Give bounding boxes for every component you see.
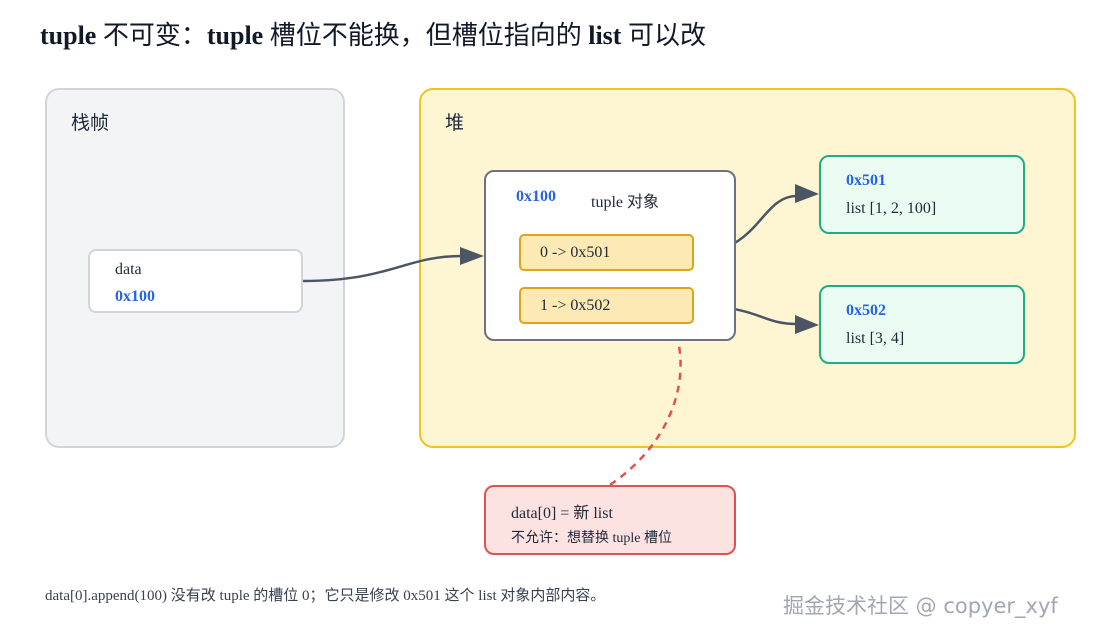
data-variable-box: data 0x100 xyxy=(88,249,303,313)
tuple-slot-0: 0 -> 0x501 xyxy=(519,234,694,271)
list-object-0x502: 0x502 list [3, 4] xyxy=(819,285,1025,364)
assignment-code: data[0] = 新 list xyxy=(511,505,613,522)
list-object-0x501: 0x501 list [1, 2, 100] xyxy=(819,155,1025,234)
data-to-tuple-arrowhead xyxy=(460,247,484,265)
list-address: 0x502 xyxy=(846,302,886,319)
tuple-address: 0x100 xyxy=(516,188,556,205)
footer-note: data[0].append(100) 没有改 tuple 的槽位 0；它只是修… xyxy=(45,588,606,604)
variable-name: data xyxy=(115,261,142,278)
variable-address: 0x100 xyxy=(115,288,155,305)
stack-frame-label: 栈帧 xyxy=(71,113,110,134)
page-title: tuple 不可变：tuple 槽位不能换，但槽位指向的 list 可以改 xyxy=(40,21,706,50)
heap-label: 堆 xyxy=(445,113,465,134)
disallowed-note: 不允许：想替换 tuple 槽位 xyxy=(511,531,672,546)
slot1-to-list2-arrowhead xyxy=(795,315,819,334)
list-value: list [1, 2, 100] xyxy=(846,200,937,217)
list-address: 0x501 xyxy=(846,172,886,189)
tuple-label: tuple 对象 xyxy=(591,194,659,211)
list-value: list [3, 4] xyxy=(846,330,905,347)
tuple-slot-1: 1 -> 0x502 xyxy=(519,287,694,324)
slot0-to-list1-arrowhead xyxy=(795,184,819,203)
disallowed-assignment-box: data[0] = 新 list 不允许：想替换 tuple 槽位 xyxy=(484,485,736,555)
watermark: 掘金技术社区 @ copyer_xyf xyxy=(783,594,1058,618)
data-to-tuple-arrow xyxy=(302,254,463,283)
